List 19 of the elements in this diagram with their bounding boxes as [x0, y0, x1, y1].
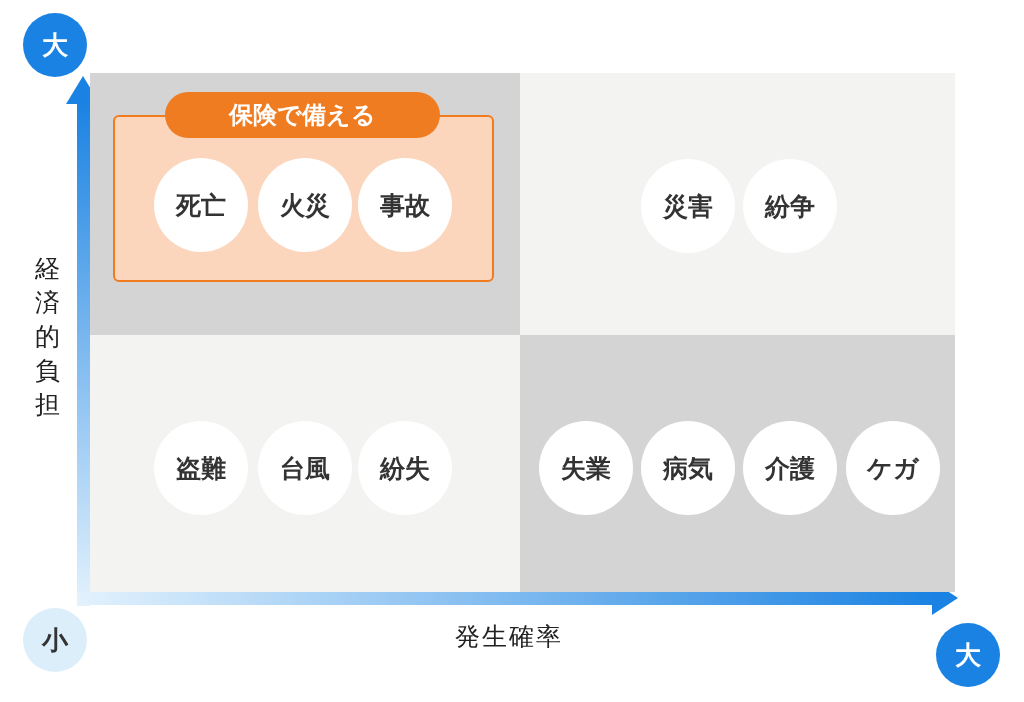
- quadrant-panel: [90, 73, 520, 335]
- quadrant-panel: [90, 335, 520, 592]
- quadrant-panel: [520, 335, 955, 592]
- risk-circle: 失業: [539, 421, 633, 515]
- risk-circle: 病気: [641, 421, 735, 515]
- axis-end-marker: 大: [23, 13, 87, 77]
- quadrant-panel: [520, 73, 955, 335]
- axis-end-marker: 小: [23, 608, 87, 672]
- group-heading: 保険で備える: [165, 92, 440, 138]
- risk-circle: 台風: [258, 421, 352, 515]
- risk-circle: 紛争: [743, 159, 837, 253]
- risk-circle: ケガ: [846, 421, 940, 515]
- risk-circle: 介護: [743, 421, 837, 515]
- axis-title: 経済的負担: [33, 253, 61, 421]
- risk-circle: 紛失: [358, 421, 452, 515]
- axis-end-marker: 大: [936, 623, 1000, 687]
- risk-circle: 盗難: [154, 421, 248, 515]
- risk-circle: 災害: [641, 159, 735, 253]
- axis-title: 発生確率: [455, 621, 563, 653]
